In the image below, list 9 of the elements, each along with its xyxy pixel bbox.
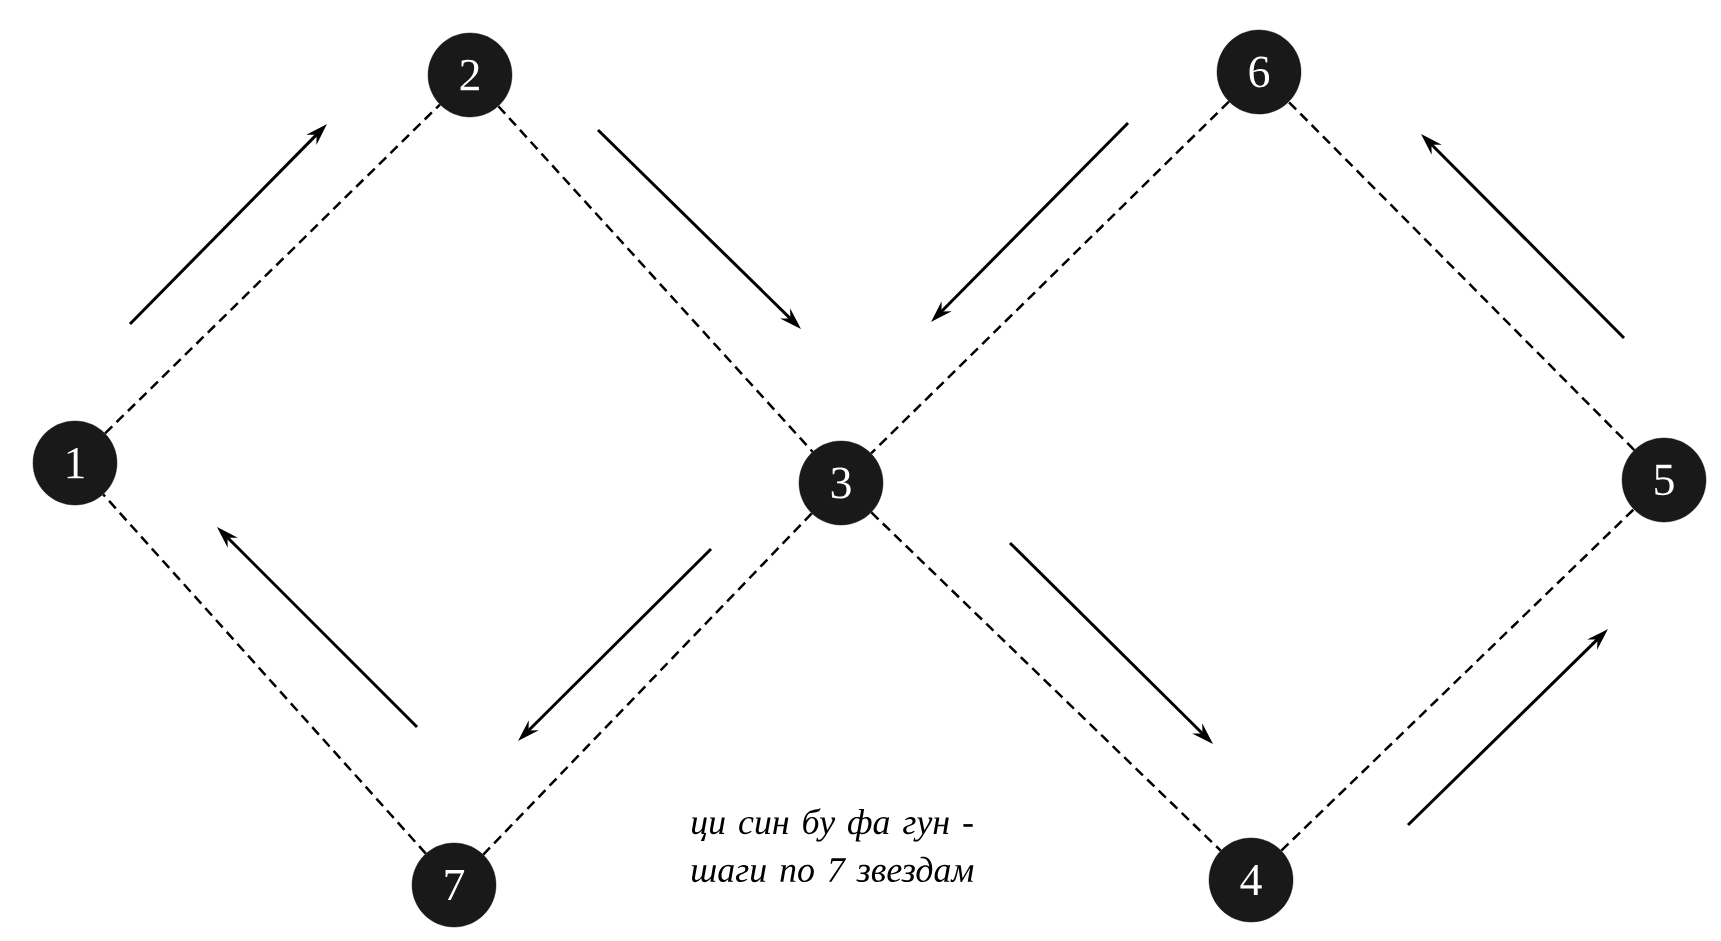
dashed-line <box>870 511 1222 852</box>
dashed-line <box>482 512 813 856</box>
dashed-line <box>1287 101 1636 451</box>
dashed-line <box>870 100 1230 455</box>
dashed-line <box>497 105 814 453</box>
dashed-line <box>102 493 427 855</box>
dashed-line <box>1280 508 1635 852</box>
caption-text: ци син бу фа гун - шаги по 7 звездам <box>691 808 974 883</box>
dashed-line <box>104 103 441 435</box>
